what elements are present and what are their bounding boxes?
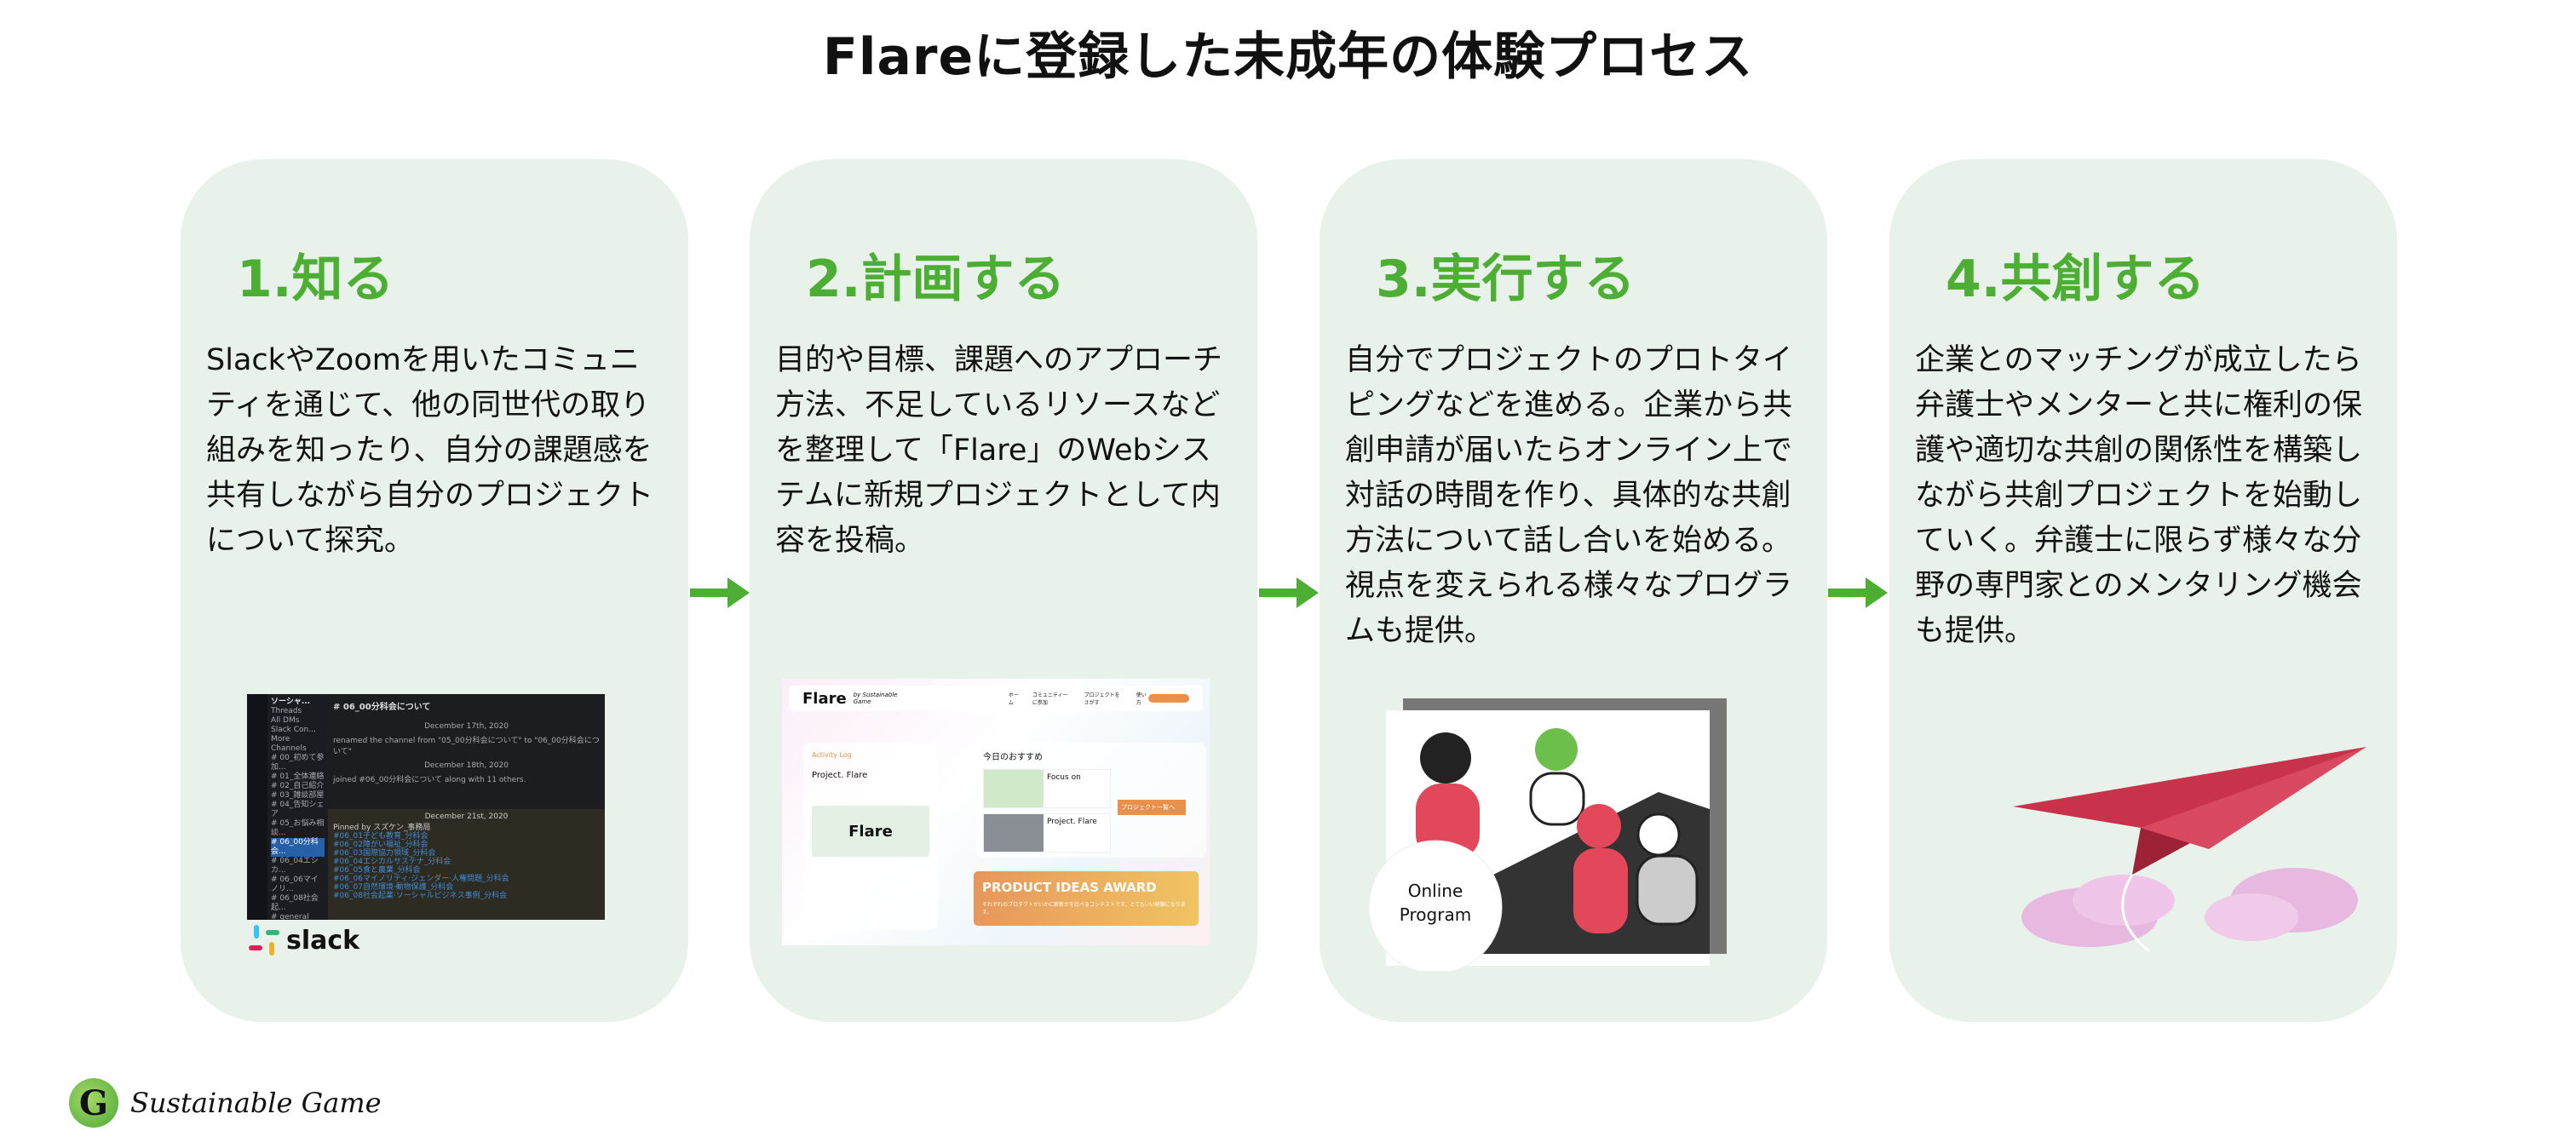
sidebar-item: # 05_お悩み相談... bbox=[271, 819, 325, 837]
logo-name: Sustainable Game bbox=[130, 1087, 382, 1119]
project-card-title: Focus on bbox=[1047, 773, 1081, 782]
step-card-plan: 2.計画する 目的や目標、課題へのアプローチ方法、不足しているリソースなどを整理… bbox=[750, 159, 1257, 1022]
arrow-right-icon bbox=[690, 577, 750, 608]
channel-link: #06_08社会起業·ソーシャルビジネス事例_分科会 bbox=[333, 892, 508, 900]
nav-item: 使い方 bbox=[1136, 692, 1147, 706]
step-body: 目的や目標、課題へのアプローチ方法、不足しているリソースなどを整理して「Flar… bbox=[775, 343, 1223, 558]
contact-button bbox=[1147, 694, 1189, 703]
sidebar-item: Threads bbox=[271, 707, 302, 715]
sidebar-item: # 06_04エシカ... bbox=[271, 857, 319, 875]
sidebar-item: Slack Con... bbox=[271, 726, 316, 734]
arrow-right-icon bbox=[1828, 577, 1888, 608]
logo-mark-icon: G bbox=[69, 1078, 118, 1128]
step-heading: 4.共創する bbox=[1946, 250, 2205, 309]
step-heading: 2.計画する bbox=[806, 250, 1066, 309]
award-banner: PRODUCT IDEAS AWARD それぞれのプロダクトがいかに斬新かを比べる… bbox=[974, 871, 1199, 926]
paper-plane-illustration bbox=[2013, 747, 2366, 953]
date-divider: December 17th, 2020 bbox=[424, 722, 509, 731]
activity-log-tag: Activity Log bbox=[812, 751, 852, 759]
sidebar-item: # 06_06マイノリ... bbox=[271, 876, 319, 893]
step-heading: 3.実行する bbox=[1376, 250, 1636, 309]
step-card-cocreate: 4.共創する 企業とのマッチングが成立したら弁護士やメンターと共に権利の保護や適… bbox=[1889, 159, 2397, 1022]
channel-link: #06_03国際協力領域_分科会 bbox=[333, 849, 436, 858]
date-divider: December 18th, 2020 bbox=[424, 761, 509, 770]
sidebar-item: # 03_雑談部屋 bbox=[271, 791, 325, 800]
channel-link: #06_05食と農業_分科会 bbox=[333, 866, 421, 875]
sidebar-item: # 06_00分科会... bbox=[271, 838, 325, 857]
slack-wordmark: slack bbox=[286, 925, 360, 956]
step-card-execute: 3.実行する 自分でプロジェクトのプロトタイピングなどを進める。企業から共創申請… bbox=[1320, 159, 1827, 1022]
flare-by: by Sustainable Game bbox=[853, 692, 898, 705]
channel-title: # 06_00分科会について bbox=[333, 703, 431, 712]
page-title: Flareに登録した未成年の体験プロセス bbox=[822, 27, 1754, 87]
pinned-message: December 21st, 2020 Pinned by スズケン_事務局 #… bbox=[328, 809, 605, 920]
today-heading: 今日のおすすめ bbox=[983, 753, 1043, 762]
channel-link: #06_04エシカルサステナ_分科会 bbox=[333, 858, 451, 866]
online-label: Online bbox=[1407, 881, 1463, 901]
sidebar-item: # general bbox=[271, 913, 309, 920]
step-body: 企業とのマッチングが成立したら弁護士やメンターと共に権利の保護や適切な共創の関係… bbox=[1915, 343, 2363, 648]
channel-link: #06_01子ども教育_分科会 bbox=[333, 832, 428, 841]
flare-brand: Flare bbox=[802, 689, 847, 708]
sidebar-item: All DMs bbox=[271, 716, 300, 725]
sidebar-item: # 06_08社会起... bbox=[271, 894, 319, 912]
sidebar-item: # 02_自己紹介 bbox=[271, 782, 325, 790]
date-divider: December 21st, 2020 bbox=[424, 812, 509, 821]
sustainable-game-logo: G Sustainable Game bbox=[69, 1078, 382, 1128]
sidebar-item: More bbox=[271, 735, 290, 743]
project-title: Project. Flare bbox=[812, 771, 868, 780]
program-label: Program bbox=[1399, 904, 1472, 925]
step-card-know: 1.知る SlackやZoomを用いたコミュニティを通じて、他の同世代の取り組み… bbox=[181, 159, 688, 1022]
sidebar-item: Channels bbox=[271, 744, 307, 753]
slack-logo-icon bbox=[249, 925, 279, 956]
slack-logo: slack bbox=[247, 923, 359, 957]
step-body: SlackやZoomを用いたコミュニティを通じて、他の同世代の取り組みを知ったり… bbox=[206, 343, 654, 558]
award-title: PRODUCT IDEAS AWARD bbox=[982, 880, 1157, 895]
sidebar-item: # 00_初めて参加... bbox=[271, 754, 325, 772]
project-list-button: プロジェクト一覧へ bbox=[1118, 800, 1186, 815]
pinned-label: Pinned by スズケン_事務局 bbox=[333, 824, 431, 832]
channel-link: #06_07自然環境·動物保護_分科会 bbox=[333, 883, 454, 892]
flare-thumb: Flare bbox=[812, 806, 929, 857]
award-subtitle: それぞれのプロダクトがいかに斬新かを比べるコンテストです。とてもいい経験になりま… bbox=[982, 902, 1186, 916]
workspace-name: ソーシャ... bbox=[271, 698, 311, 706]
step-body: 自分でプロジェクトのプロトタイピングなどを進める。企業から共創申請が届いたらオン… bbox=[1345, 343, 1793, 648]
message: renamed the channel from "05_00分科会について" … bbox=[333, 737, 600, 756]
sidebar-item: # 01_全体連絡 bbox=[271, 772, 325, 781]
sidebar-item: # 04_告知シェア bbox=[271, 801, 325, 818]
arrow-right-icon bbox=[1259, 577, 1319, 608]
nav-item: プロジェクトをさがす bbox=[1084, 692, 1120, 706]
step-heading: 1.知る bbox=[237, 250, 394, 309]
nav-item: ホーム bbox=[1008, 692, 1019, 706]
online-meeting-illustration bbox=[1369, 698, 1727, 971]
message: joined #06_00分科会について along with 11 other… bbox=[333, 776, 526, 784]
nav-item: コミュニティーに参加 bbox=[1032, 692, 1068, 706]
channel-link: #06_02障がい福祉_分科会 bbox=[333, 841, 428, 849]
channel-link: #06_06マイノリティ·ジェンダー·人権問題_分科会 bbox=[333, 875, 509, 883]
project-card-title: Project. Flare bbox=[1047, 818, 1097, 826]
